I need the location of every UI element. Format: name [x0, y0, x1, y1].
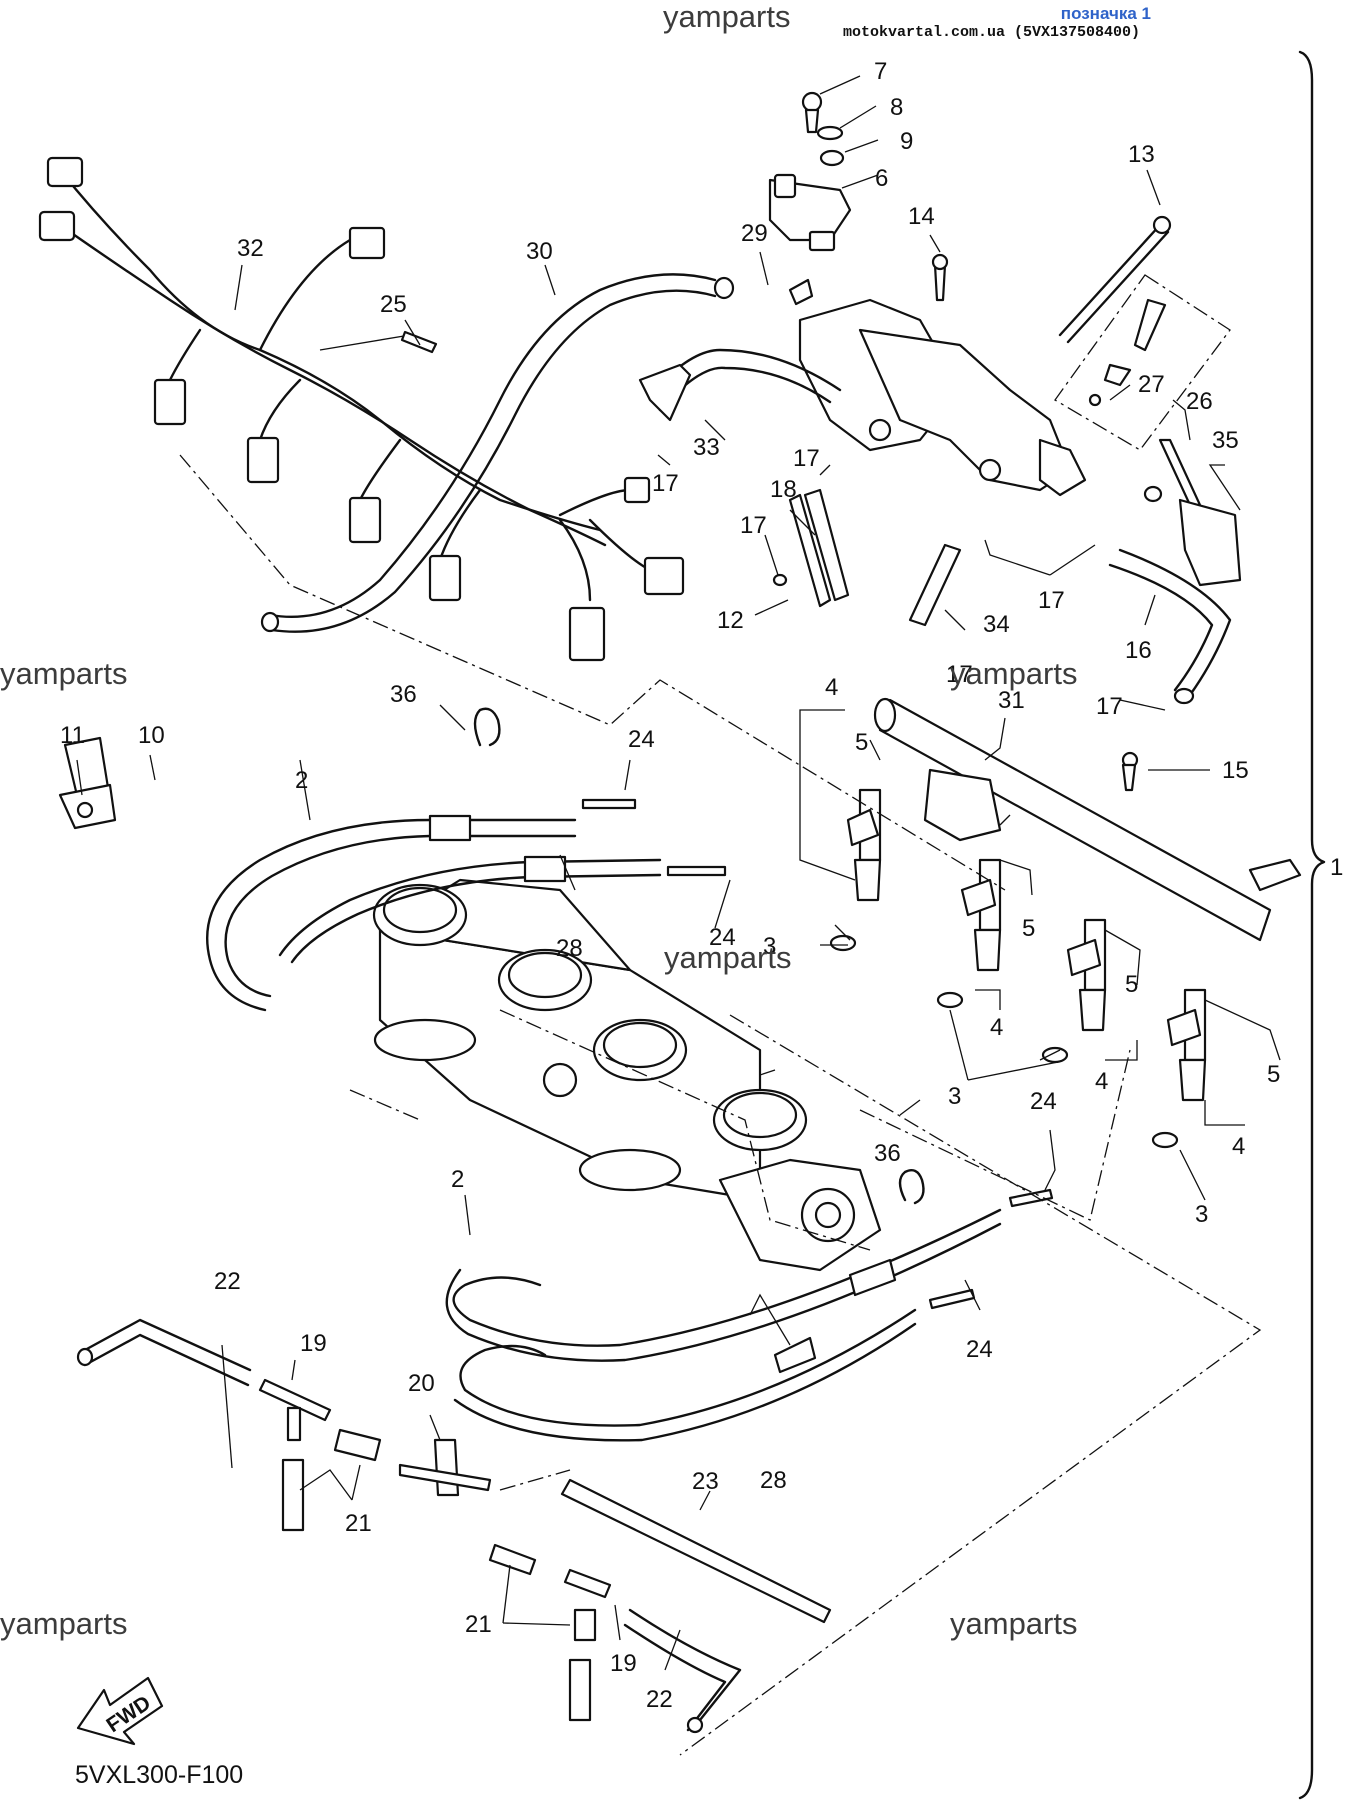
- throttle-body-assembly: [372, 878, 882, 1272]
- callout-19: 19: [610, 1650, 637, 1677]
- callout-3: 3: [1195, 1201, 1208, 1228]
- watermark: yamparts: [0, 656, 127, 691]
- callout-15: 15: [1222, 757, 1249, 784]
- callout-24: 24: [628, 726, 655, 753]
- callout-30: 30: [526, 238, 553, 265]
- callout-6: 6: [875, 165, 888, 192]
- stamp-label: позначка 1: [1060, 4, 1151, 23]
- callout-20: 20: [408, 1370, 435, 1397]
- callout-19: 19: [300, 1330, 327, 1357]
- callout-33: 33: [693, 434, 720, 461]
- breather-hoses: [76, 1318, 832, 1734]
- callout-7: 7: [874, 58, 887, 85]
- callout-22: 22: [646, 1686, 673, 1713]
- callout-24: 24: [966, 1336, 993, 1363]
- callout-14: 14: [908, 203, 935, 230]
- vacuum-hoses: [638, 348, 1232, 705]
- callout-4: 4: [825, 674, 838, 701]
- callout-17: 17: [1096, 693, 1123, 720]
- callout-4: 4: [990, 1014, 1003, 1041]
- fwd-arrow: FWD: [76, 1676, 164, 1746]
- callout-23: 23: [692, 1468, 719, 1495]
- callout-4: 4: [1095, 1068, 1108, 1095]
- callout-28: 28: [760, 1467, 787, 1494]
- callout-36: 36: [874, 1140, 901, 1167]
- callout-1: 1: [1330, 854, 1343, 881]
- callout-2: 2: [295, 767, 308, 794]
- callout-3: 3: [763, 933, 776, 960]
- bolt-and-valve-kit: [1054, 215, 1242, 587]
- callout-5: 5: [1125, 971, 1138, 998]
- watermark: yamparts: [663, 0, 790, 34]
- callout-29: 29: [741, 220, 768, 247]
- callout-31: 31: [998, 687, 1025, 714]
- group-bracket: [1298, 50, 1326, 1800]
- callout-21: 21: [345, 1510, 372, 1537]
- callout-8: 8: [890, 94, 903, 121]
- callout-17: 17: [652, 470, 679, 497]
- callout-17: 17: [946, 661, 973, 688]
- reference-lines: [179, 454, 1262, 1756]
- watermarks: yamparts yamparts yamparts yamparts yamp…: [0, 0, 1077, 1641]
- callout-18: 18: [770, 476, 797, 503]
- callout-26: 26: [1186, 388, 1213, 415]
- callout-16: 16: [1125, 637, 1152, 664]
- callout-labels: 1 2 2 3 3 3 4 4 4 4 5 5 5 5 6 7 8 9 10 1…: [60, 58, 1343, 1713]
- diagram-code: 5VXL300-F100: [75, 1761, 243, 1789]
- watermark: yamparts: [664, 940, 791, 975]
- callout-35: 35: [1212, 427, 1239, 454]
- callout-32: 32: [237, 235, 264, 262]
- callout-5: 5: [1267, 1061, 1280, 1088]
- pressure-sensor-assembly: [768, 91, 1087, 497]
- callout-12: 12: [717, 607, 744, 634]
- callout-17: 17: [793, 445, 820, 472]
- callout-36: 36: [390, 681, 417, 708]
- callout-21: 21: [465, 1611, 492, 1638]
- stamp-site: motokvartal.com.ua (5VX137508400): [842, 24, 1140, 41]
- callout-4: 4: [1232, 1133, 1245, 1160]
- watermark: yamparts: [950, 1606, 1077, 1641]
- callout-17: 17: [740, 512, 767, 539]
- callout-10: 10: [138, 722, 165, 749]
- watermark: yamparts: [950, 656, 1077, 691]
- callout-3: 3: [948, 1083, 961, 1110]
- fuel-rail-and-injectors: [58, 697, 1302, 1310]
- callout-24: 24: [1030, 1088, 1057, 1115]
- callout-5: 5: [1022, 915, 1035, 942]
- callout-27: 27: [1138, 371, 1165, 398]
- tube-30: [260, 273, 735, 633]
- callout-9: 9: [900, 128, 913, 155]
- callout-28: 28: [556, 935, 583, 962]
- wiring-harness: [38, 156, 685, 662]
- callout-5: 5: [855, 729, 868, 756]
- callout-13: 13: [1128, 141, 1155, 168]
- callout-24: 24: [709, 924, 736, 951]
- leader-lines: [76, 75, 1281, 1671]
- watermark: yamparts: [0, 1606, 127, 1641]
- throttle-cables: [206, 814, 1002, 1442]
- callout-34: 34: [983, 611, 1010, 638]
- callout-17: 17: [1038, 587, 1065, 614]
- callout-11: 11: [60, 722, 85, 749]
- callout-2: 2: [451, 1166, 464, 1193]
- callout-22: 22: [214, 1268, 241, 1295]
- callout-25: 25: [380, 291, 407, 318]
